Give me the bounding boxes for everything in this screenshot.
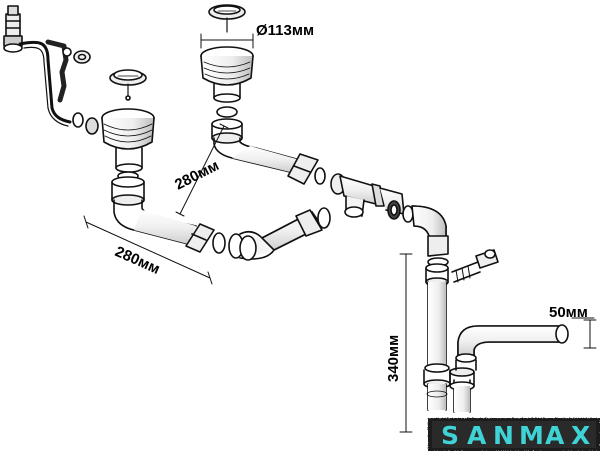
brand-letter-3: M xyxy=(519,421,544,450)
label-lower-pipe: 280мм xyxy=(112,243,162,278)
dim-line-outlet xyxy=(571,317,597,349)
dim-line-lower xyxy=(83,215,213,285)
overflow-head-icon xyxy=(5,13,21,37)
brand-letter-0: S xyxy=(441,421,459,450)
dim-line-vertical xyxy=(399,253,413,433)
lower-horizontal-pipe xyxy=(111,176,226,254)
dim-line-upper xyxy=(175,123,229,217)
brand-letter-4: A xyxy=(545,421,565,450)
dim-line-strainer xyxy=(200,33,254,49)
overflow-assembly xyxy=(3,5,99,135)
side-nipple xyxy=(451,249,499,283)
connector-pipe xyxy=(228,207,331,261)
right-strainer xyxy=(200,4,254,118)
label-vertical-height: 340мм xyxy=(385,335,402,382)
brand-letter-1: A xyxy=(467,421,487,450)
outlet-pipe xyxy=(449,324,569,413)
label-upper-pipe: 280мм xyxy=(172,157,222,194)
upper-horizontal-pipe xyxy=(211,118,326,185)
left-strainer xyxy=(101,69,155,181)
brand-letter-2: N xyxy=(493,421,514,450)
label-outlet-diameter: 50мм xyxy=(549,304,588,321)
brand-letter-5: X xyxy=(571,421,590,450)
tee-fitting xyxy=(330,173,414,223)
main-trap xyxy=(411,205,451,411)
label-strainer-diameter: Ø113мм xyxy=(256,22,314,39)
